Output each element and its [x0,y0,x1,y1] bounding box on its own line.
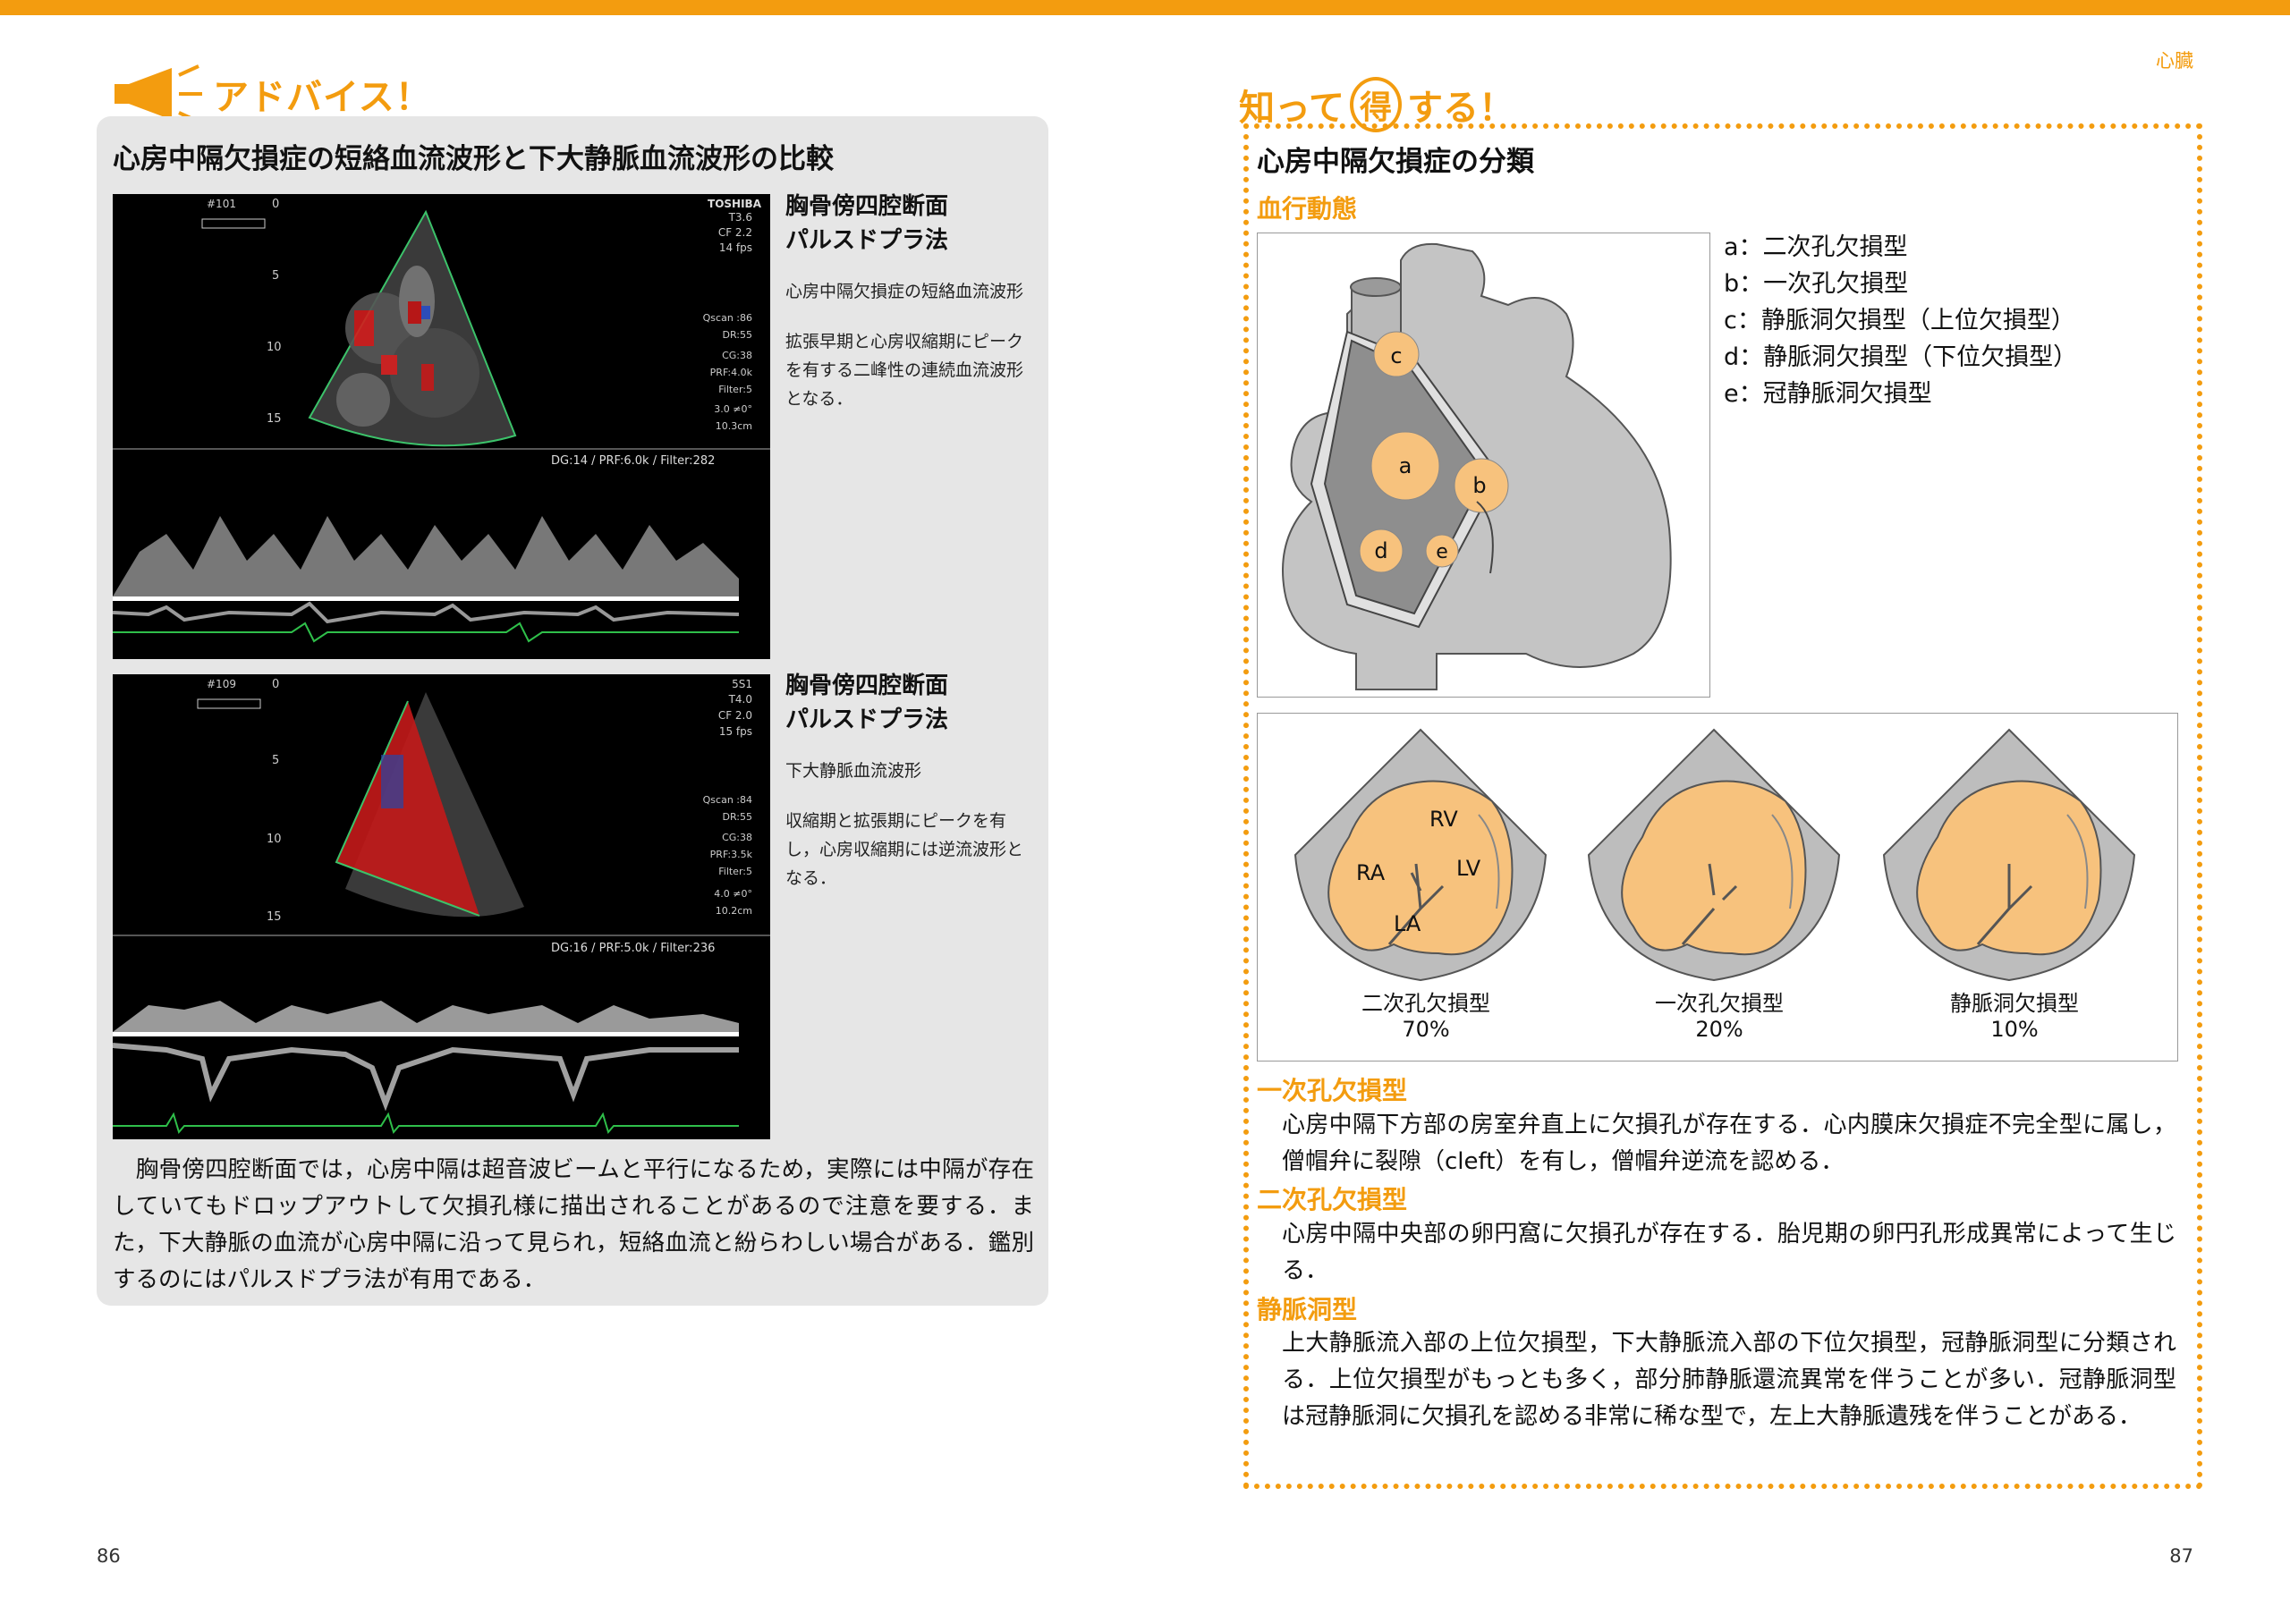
svg-text:10: 10 [267,833,282,846]
page-number-right: 87 [2169,1545,2193,1567]
svg-text:CG:38: CG:38 [722,350,752,361]
svg-text:4.0 ≠0°: 4.0 ≠0° [714,888,752,900]
defect-label-c: c [1390,343,1402,368]
svg-text:15: 15 [267,910,282,924]
svg-text:T3.6: T3.6 [728,211,752,224]
caption-title: 胸骨傍四腔断面 パルスドプラ法 [785,672,949,733]
tips-label-a: 知って [1239,88,1344,129]
svg-text:PRF:3.5k: PRF:3.5k [710,849,753,860]
chamber-label-lv: LV [1456,856,1481,881]
caption-image1: 胸骨傍四腔断面 パルスドプラ法 心房中隔欠損症の短絡血流波形 拡張早期と心房収縮… [785,190,1038,413]
svg-text:5: 5 [272,754,279,767]
subheading-sinus-venosus: 静脈洞型 [1257,1295,1358,1324]
tips-heading: 心房中隔欠損症の分類 [1257,146,1534,178]
advice-heading: 心房中隔欠損症の短絡血流波形と下大静脈血流波形の比較 [113,143,834,175]
heart-diagram: c a b d e [1257,233,1710,698]
chamber-label-la: LA [1394,911,1421,936]
chamber-label-rv: RV [1429,807,1458,832]
svg-text:0: 0 [272,678,279,691]
svg-text:T4.0: T4.0 [728,693,752,706]
caption-body: 心房中隔欠損症の短絡血流波形 [785,282,1024,301]
defect-label-a: a [1399,453,1412,478]
tips-label-b: する！ [1407,88,1514,129]
chamber-label-ra: RA [1356,860,1386,885]
page-number-left: 86 [97,1545,121,1567]
svg-text:CF 2.0: CF 2.0 [718,709,752,722]
svg-text:0: 0 [272,198,279,211]
svg-text:14 fps: 14 fps [719,241,752,254]
legend-item: d：静脈洞欠損型（下位欠損型） [1724,343,2078,371]
svg-text:DG:14 / PRF:6.0k / Filter:282: DG:14 / PRF:6.0k / Filter:282 [551,454,715,468]
advice-label: アドバイス！ [213,77,432,118]
svg-text:10.2cm: 10.2cm [716,905,752,917]
advice-title: アドバイス！ [109,63,432,125]
defect-label-b: b [1472,473,1486,498]
paragraph-secundum: 心房中隔中央部の卵円窩に欠損孔が存在する．胎児期の卵円孔形成異常によって生じる． [1282,1221,2176,1284]
advice-paragraph: 胸骨傍四腔断面では，心房中隔は超音波ビームと平行になるため，実際には中隔が存在し… [113,1156,1034,1293]
legend-item: b：一次孔欠損型 [1724,270,1909,298]
caption-body: 拡張早期と心房収縮期にピークを有する二峰性の連続血流波形となる． [785,332,1024,409]
caption-title: 胸骨傍四腔断面 パルスドプラ法 [785,193,949,254]
svg-text:3.0 ≠0°: 3.0 ≠0° [714,403,752,415]
paragraph-sinus-venosus: 上大静脈流入部の上位欠損型，下大静脈流入部の下位欠損型，冠静脈洞型に分類される．… [1282,1330,2176,1430]
svg-text:15 fps: 15 fps [719,725,752,738]
svg-text:15: 15 [267,412,282,426]
legend-item: c：静脈洞欠損型（上位欠損型） [1724,307,2075,334]
tips-panel [1243,123,2202,1489]
svg-text:PRF:4.0k: PRF:4.0k [710,367,753,378]
svg-text:Filter:5: Filter:5 [718,384,752,395]
svg-text:DR:55: DR:55 [723,329,752,341]
subheading-hemodynamics: 血行動態 [1257,194,1358,224]
subheading-primum: 一次孔欠損型 [1257,1076,1408,1105]
svg-text:CG:38: CG:38 [722,832,752,843]
megaphone-icon [114,64,202,123]
defect-label-d: d [1374,538,1387,563]
caption-body: 下大静脈血流波形 [785,761,922,781]
ultrasound-image-shunt: #101 0 5 10 15 TOSHIBA T3.6 CF 2.2 14 fp… [113,194,770,659]
paragraph-primum: 心房中隔下方部の房室弁直上に欠損孔が存在する．心内膜床欠損症不完全型に属し，僧帽… [1282,1112,2176,1175]
ultrasound-image-ivc: #109 0 5 10 15 5S1 T4.0 CF 2.0 15 fps Qs… [113,674,770,1139]
caption-image2: 胸骨傍四腔断面 パルスドプラ法 下大静脈血流波形 収縮期と拡張期にピークを有し，… [785,669,1038,892]
svg-text:10: 10 [267,341,282,354]
svg-text:Qscan :86: Qscan :86 [703,312,752,324]
tips-label-circled: 得 [1350,77,1402,132]
section-label: 心臓 [2156,50,2193,72]
svg-text:5: 5 [272,269,279,283]
top-accent-bar [0,0,2290,15]
subheading-secundum: 二次孔欠損型 [1257,1185,1408,1214]
svg-text:10.3cm: 10.3cm [716,420,752,432]
svg-text:Qscan :84: Qscan :84 [703,794,752,806]
svg-text:Filter:5: Filter:5 [718,866,752,877]
defect-legend: a：二次孔欠損型 b：一次孔欠損型 c：静脈洞欠損型（上位欠損型） d：静脈洞欠… [1724,229,2077,412]
svg-text:TOSHIBA: TOSHIBA [708,198,762,210]
frame-label: #101 [207,198,236,210]
caption-body: 収縮期と拡張期にピークを有し，心房収縮期には逆流波形となる． [785,811,1024,888]
legend-item: a：二次孔欠損型 [1724,233,1908,261]
svg-text:5S1: 5S1 [732,678,752,690]
svg-text:#109: #109 [207,678,236,690]
svg-text:CF 2.2: CF 2.2 [718,226,752,239]
svg-text:DG:16 / PRF:5.0k / Filter:23: DG:16 / PRF:5.0k / Filter:236 [551,942,715,955]
svg-text:DR:55: DR:55 [723,811,752,823]
legend-item: e：冠静脈洞欠損型 [1724,380,1932,408]
defect-label-e: e [1436,541,1448,563]
tips-title: 知って 得 する！ [1239,73,1514,136]
